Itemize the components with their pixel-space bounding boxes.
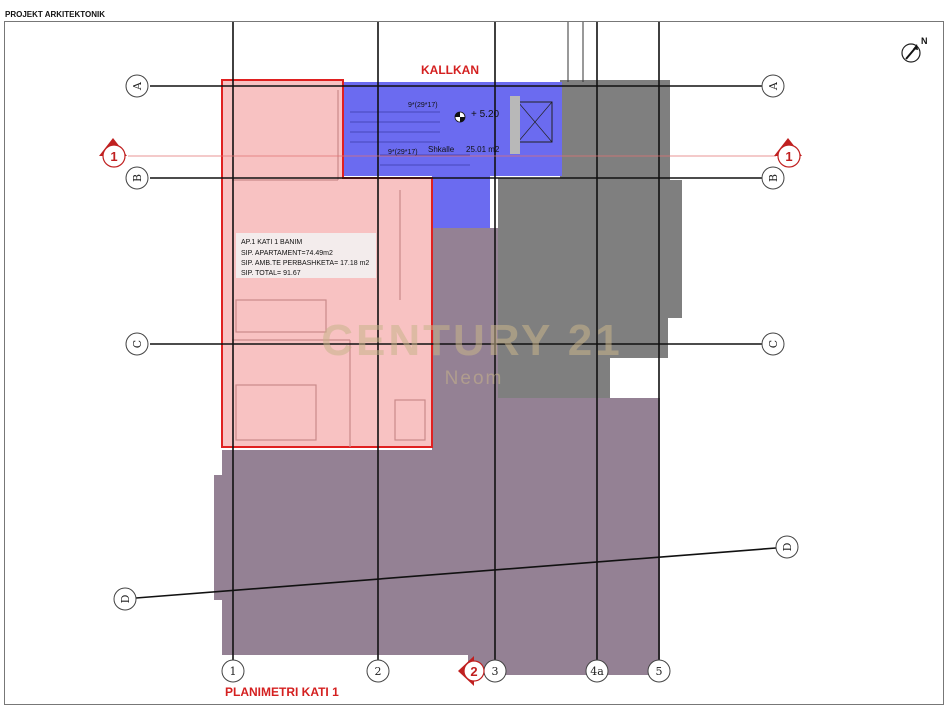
- grid-bubble-col-2: 2: [366, 659, 390, 683]
- svg-text:D: D: [119, 594, 132, 603]
- apartment-area: SIP. APARTAMENT=74.49m2: [241, 250, 333, 257]
- sheet-frame: [4, 21, 944, 705]
- watermark-office: Neom: [445, 368, 504, 389]
- svg-text:B: B: [131, 174, 144, 182]
- svg-text:1: 1: [230, 665, 237, 678]
- grid-bubble-col-3: 3: [483, 659, 507, 683]
- svg-text:A: A: [131, 81, 144, 91]
- svg-text:D: D: [781, 542, 794, 551]
- grid-bubble-c-right: C: [761, 332, 785, 356]
- grid-bubble-col-4a: 4a: [585, 659, 609, 683]
- section-marker-1-left: 1: [99, 138, 127, 168]
- section-marker-2: 2: [458, 656, 485, 686]
- plan-title: PLANIMETRI KATI 1: [225, 685, 339, 699]
- section-marker-1-right: 1: [774, 138, 802, 168]
- grid-bubble-col-5: 5: [647, 659, 671, 683]
- stair-label: Shkalle: [428, 145, 455, 154]
- grid-bubble-b-right: B: [761, 166, 785, 190]
- svg-text:2: 2: [470, 664, 477, 679]
- project-title: PROJEKT ARKITEKTONIK: [5, 10, 106, 19]
- common-area: SIP. AMB.TE PERBASHKETA= 17.18 m2: [241, 260, 369, 267]
- svg-text:2: 2: [375, 665, 382, 678]
- level-marker-icon: [454, 111, 466, 123]
- neighbor-building: [498, 80, 682, 398]
- grid-bubble-a-left: A: [125, 74, 149, 98]
- apartment-name: AP.1 KATI 1 BANIM: [241, 239, 302, 246]
- svg-text:A: A: [767, 81, 780, 91]
- svg-text:3: 3: [492, 665, 499, 678]
- grid-bubble-col-1: 1: [221, 659, 245, 683]
- stair-level: + 5.20: [471, 109, 500, 120]
- svg-text:5: 5: [656, 665, 663, 678]
- grid-lines-rows: [135, 85, 777, 599]
- grid-bubble-c-left: C: [125, 332, 149, 356]
- svg-text:B: B: [767, 174, 780, 182]
- stair-area: 25.01 m2: [466, 145, 500, 154]
- svg-text:4a: 4a: [590, 665, 604, 678]
- total-area: SIP. TOTAL= 91.67: [241, 270, 301, 277]
- watermark-brand: CENTURY 21: [321, 316, 622, 365]
- apartment-interior-walls: [232, 90, 426, 447]
- grid-bubble-b-left: B: [125, 166, 149, 190]
- svg-text:1: 1: [110, 149, 117, 164]
- svg-text:N: N: [921, 36, 928, 46]
- apartment-info-box: AP.1 KATI 1 BANIM SIP. APARTAMENT=74.49m…: [236, 233, 376, 278]
- svg-text:C: C: [767, 340, 780, 348]
- svg-text:1: 1: [785, 149, 792, 164]
- grid-bubble-a-right: A: [761, 74, 785, 98]
- svg-text:C: C: [131, 340, 144, 348]
- north-arrow-icon: N: [901, 36, 928, 63]
- step-note-2: 9*(29*17): [388, 149, 418, 156]
- grid-bubble-d-right: D: [775, 535, 799, 559]
- grid-bubble-d-left: D: [113, 587, 137, 611]
- step-note-1: 9*(29*17): [408, 102, 438, 109]
- stair-treads: [350, 111, 470, 166]
- stair-core-lower: [432, 176, 490, 228]
- kallkan-label: KALLKAN: [421, 63, 479, 77]
- grid-lines-columns: [232, 22, 660, 660]
